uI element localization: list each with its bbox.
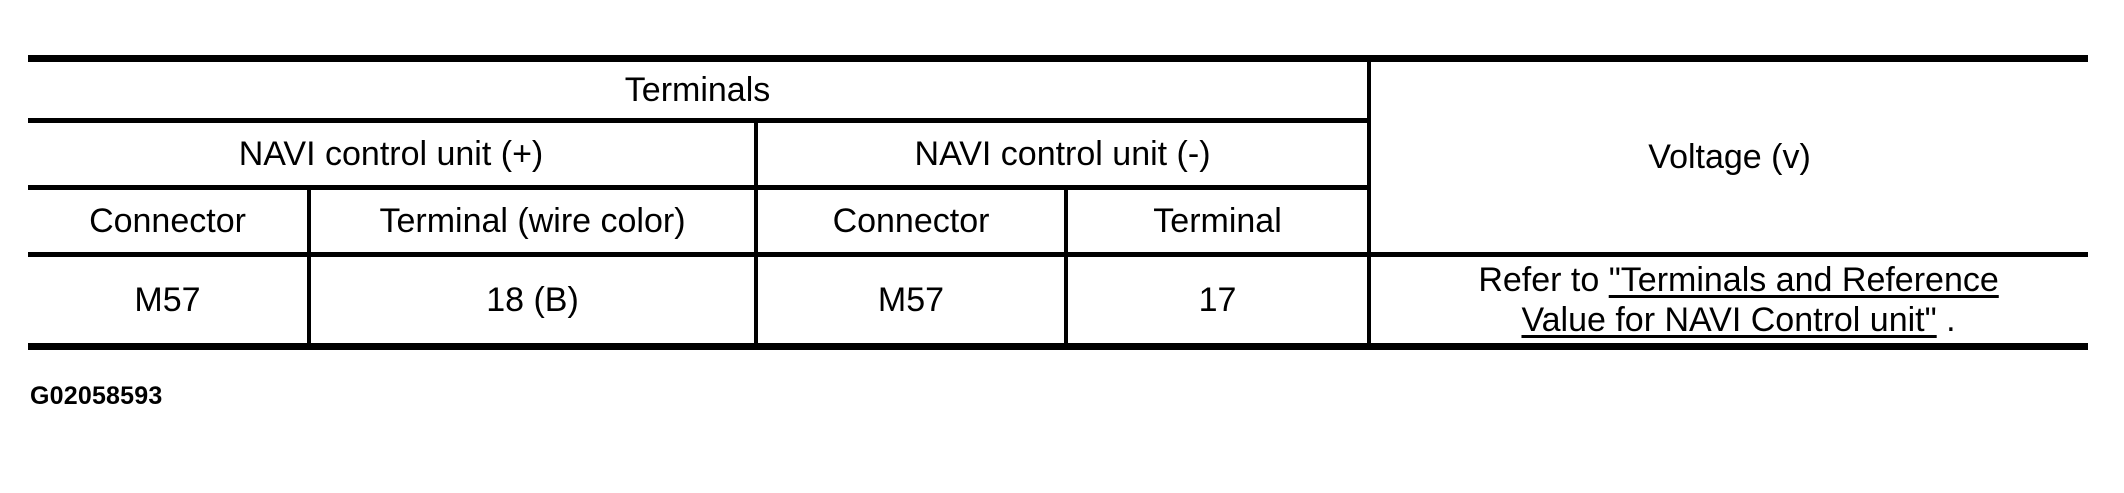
- header-terminal-negative: Terminal: [1066, 185, 1372, 255]
- header-connector-positive: Connector: [28, 185, 311, 255]
- terminal-voltage-table: Terminals Voltage (v) NAVI control unit …: [28, 55, 2089, 350]
- reference-suffix-text: .: [1936, 301, 1956, 339]
- cell-terminal-negative: 17: [1066, 252, 1372, 350]
- reference-prefix-text: Refer to: [1478, 260, 1609, 299]
- reference-link-line-1[interactable]: "Terminals and Reference: [1608, 260, 1999, 299]
- table-row: M57 18 (B) M57 17 Refer to "Terminals an…: [28, 252, 2089, 350]
- reference-line-1: Refer to "Terminals and Reference: [1389, 260, 2088, 300]
- cell-terminal-wire-color: 18 (B): [309, 252, 758, 350]
- header-connector-negative: Connector: [756, 185, 1068, 255]
- table-header-row-group: Terminals Voltage (v): [28, 55, 2089, 255]
- cell-connector-negative: M57: [756, 252, 1068, 350]
- reference-link-line-2[interactable]: Value for NAVI Control unit": [1521, 301, 1937, 339]
- cell-connector-positive: M57: [28, 252, 311, 350]
- header-terminals: Terminals: [28, 55, 1372, 121]
- table-header-row-subheaders: Connector Terminal (wire color) Connecto…: [28, 185, 2088, 255]
- header-terminal-wire-color: Terminal (wire color): [309, 185, 758, 255]
- figure-id-caption: G02058593: [30, 382, 163, 410]
- cell-voltage-reference: Refer to "Terminals and Reference Value …: [1369, 252, 2089, 350]
- header-voltage: Voltage (v): [1369, 55, 2089, 255]
- table-header-row-units: NAVI control unit (+) NAVI control unit …: [28, 118, 2088, 188]
- header-navi-control-unit-negative: NAVI control unit (-): [756, 118, 1372, 188]
- header-navi-control-unit-positive: NAVI control unit (+): [28, 118, 758, 188]
- reference-line-2: Value for NAVI Control unit" .: [1389, 300, 2088, 340]
